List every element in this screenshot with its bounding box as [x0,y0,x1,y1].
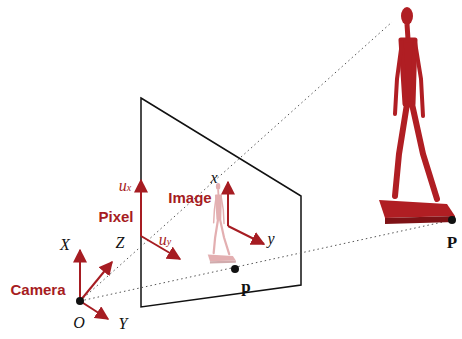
image-point [231,265,239,273]
camera-axes [80,250,112,319]
camera-center [76,297,84,305]
world-point [448,216,456,224]
walking-figure [379,7,455,224]
axis-label: X [60,237,70,253]
projection-ray [80,22,392,301]
axis-label: Y [119,316,128,332]
point-label: P [447,234,457,251]
frame-label: Camera [10,282,65,297]
origin-label: O [73,315,85,331]
axis-label: y [267,231,274,247]
point-label: p [241,278,250,295]
axis-label: x [210,170,217,186]
image-plane [141,98,301,307]
frame-label: Image [168,190,211,205]
axis-label: ux [119,178,131,194]
frame-label: Pixel [98,209,133,224]
axis-label: Z [116,235,125,251]
projection-ray [80,220,452,301]
image-axes [228,182,264,244]
projected-figure [208,183,236,263]
axis-label: uy [159,232,171,248]
